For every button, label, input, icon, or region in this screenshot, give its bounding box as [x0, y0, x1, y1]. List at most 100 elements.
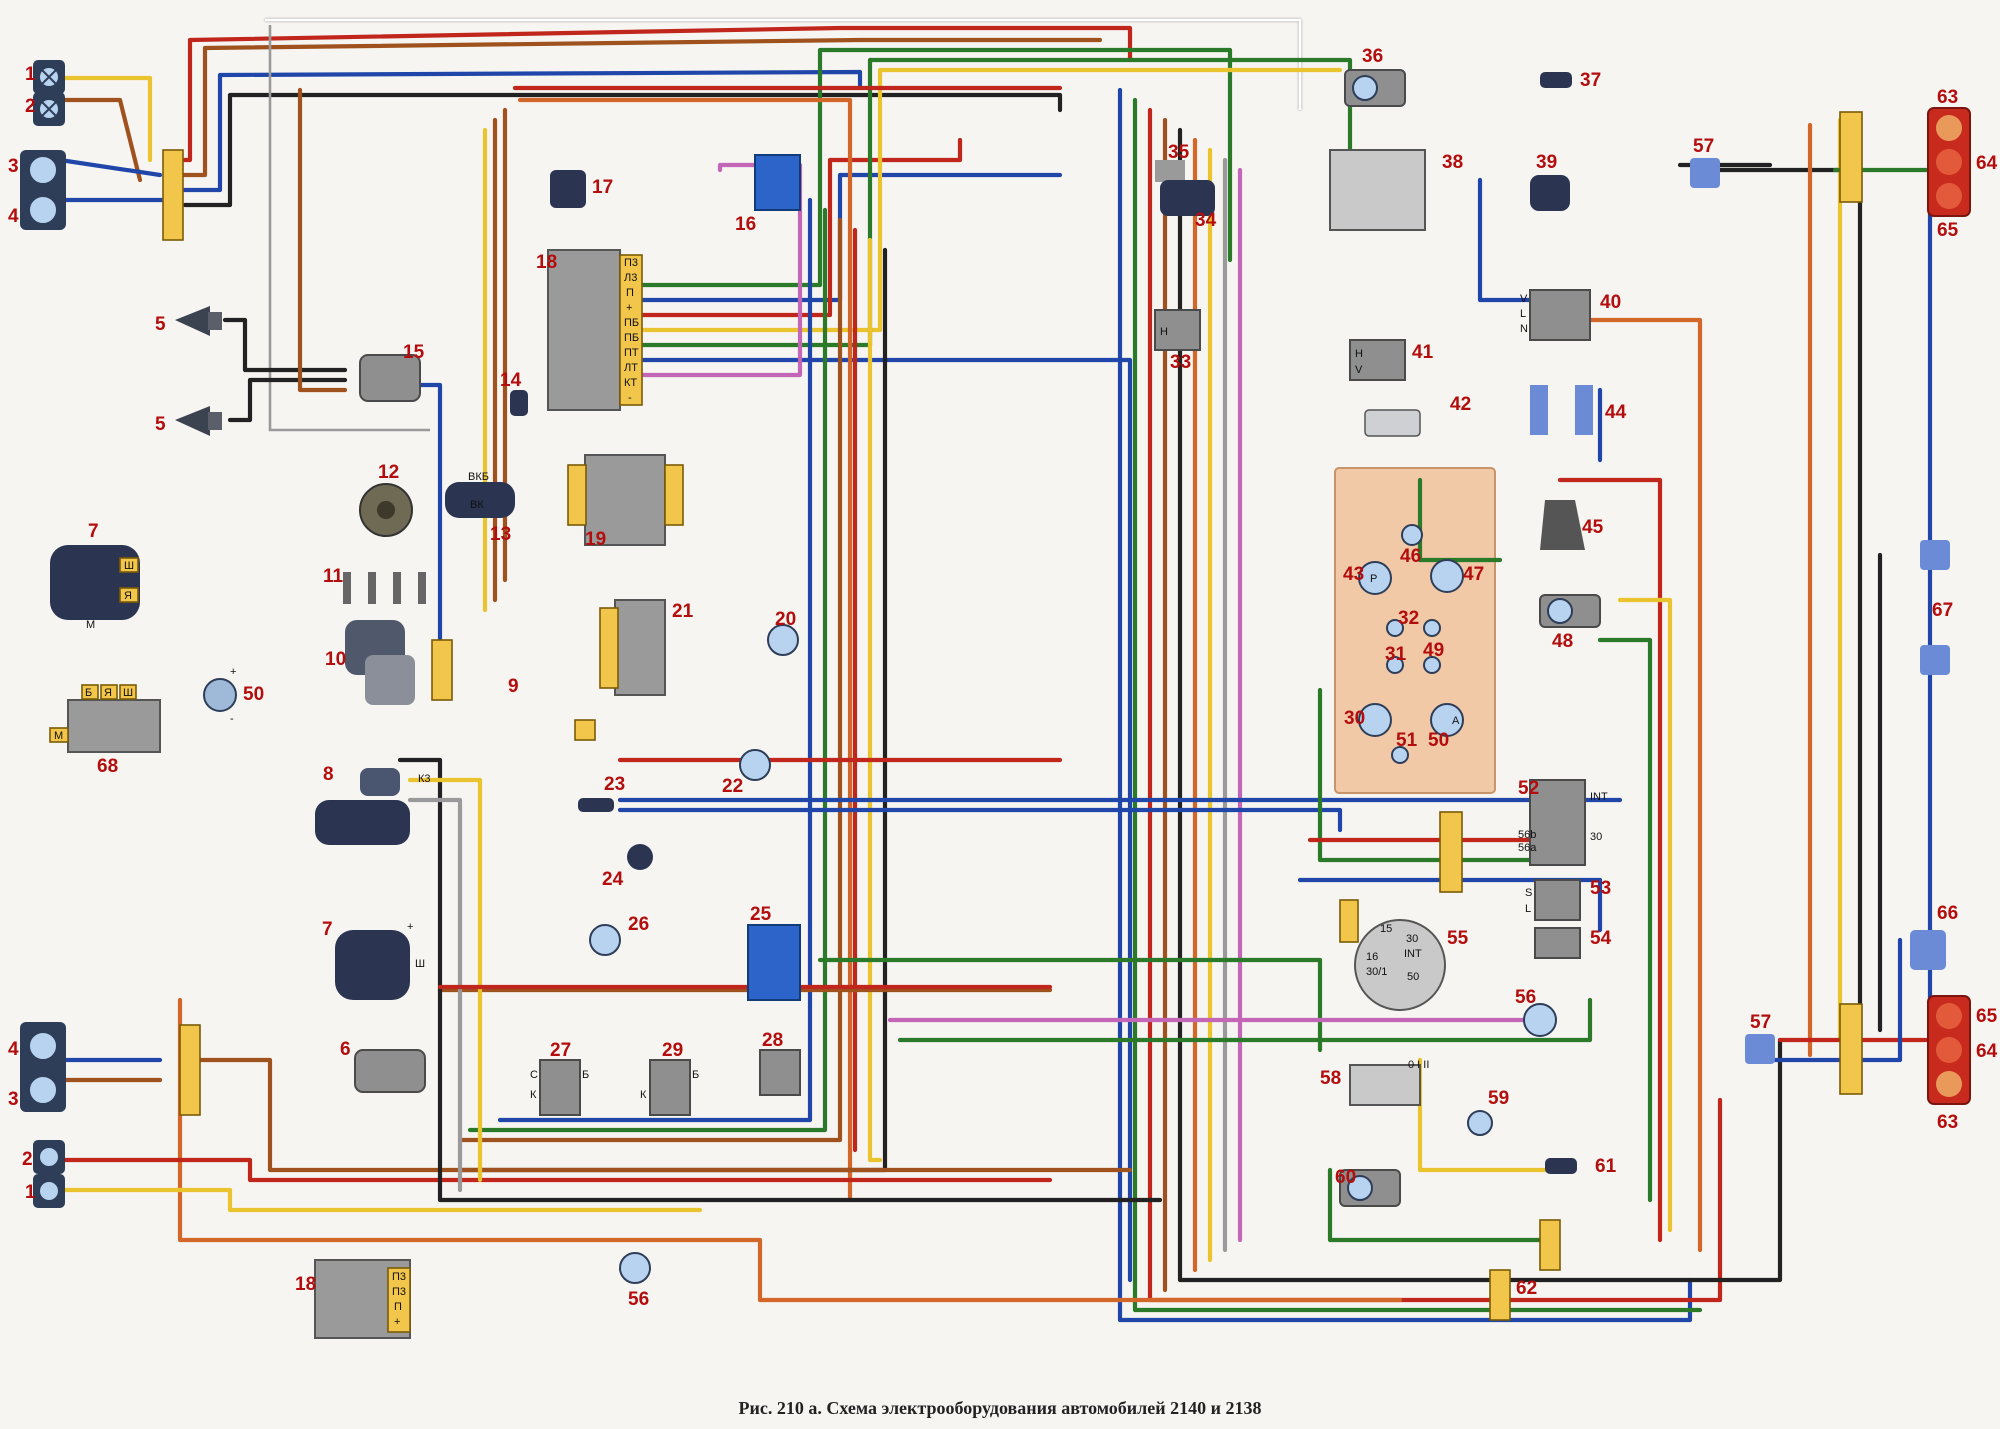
pin-m: М [86, 619, 95, 631]
turn-lamp-rear-left [33, 1174, 65, 1208]
relay-block-16 [754, 154, 801, 211]
label-32: 32 [1398, 608, 1419, 629]
label-53: 53 [1590, 878, 1611, 899]
horn-upper [175, 306, 222, 336]
sensor-56-upper [1523, 1003, 1557, 1037]
label-18: 18 [295, 1274, 316, 1295]
pin-52-30: 30 [1590, 831, 1602, 843]
relay-60 [1339, 1169, 1401, 1207]
pin-vkb: ВКБ [468, 471, 489, 483]
label-7: 7 [322, 919, 333, 940]
label-35: 35 [1168, 142, 1190, 163]
label-2: 2 [25, 96, 36, 117]
pin-ya: Я [124, 590, 132, 602]
instrument-cluster [1358, 524, 1464, 764]
turn-lamp-front-left [33, 92, 65, 126]
label-12: 12 [378, 462, 399, 483]
relay-6 [354, 1049, 426, 1093]
pin-55-301: 30/1 [1366, 966, 1387, 978]
connector-right-lower-rear [1839, 1003, 1863, 1095]
relay-36 [1344, 69, 1406, 107]
pin-33-h: H [1160, 326, 1168, 338]
label-63: 63 [1937, 87, 1958, 108]
pin-29-k: К [640, 1089, 647, 1101]
label-46: 46 [1400, 546, 1421, 567]
battery-warning-lamp-50 [203, 678, 237, 712]
pin-sh: Ш [124, 560, 134, 572]
pin-18-pb2: ПБ [624, 332, 639, 344]
label-62: 62 [1516, 1278, 1537, 1299]
label-65: 65 [1976, 1006, 1998, 1027]
label-45: 45 [1582, 517, 1604, 538]
relay-block-25 [747, 924, 801, 1001]
pin-b: Б [85, 687, 92, 699]
label-13: 13 [490, 524, 511, 545]
pin-18-l3: Л3 [624, 272, 637, 284]
lamp-67-lower [1920, 645, 1950, 675]
label-15: 15 [403, 342, 425, 363]
label-25: 25 [750, 904, 772, 925]
pin-18-p3a: П3 [624, 257, 638, 269]
pin-18-p: П [626, 287, 634, 299]
label-4: 4 [8, 206, 19, 227]
label-10: 10 [325, 649, 346, 670]
pin-18b-p3b: П3 [392, 1286, 406, 1298]
generator-lower [335, 930, 410, 1000]
switch-54 [1534, 927, 1581, 959]
pin-52-56a: 56a [1518, 842, 1537, 854]
sensor-56-lower [619, 1252, 651, 1284]
pin-43-p: P [1370, 573, 1377, 585]
label-26: 26 [628, 914, 649, 935]
label-11: 11 [323, 566, 344, 587]
relay-29 [649, 1059, 691, 1116]
label-9: 9 [508, 676, 519, 697]
label-7: 7 [88, 521, 99, 542]
pin-ya2: Я [104, 687, 112, 699]
relay-40 [1529, 289, 1591, 341]
pin-55-16: 16 [1366, 951, 1378, 963]
label-3: 3 [8, 156, 19, 177]
connector-block-52 [1439, 811, 1463, 893]
pin-40-n: N [1520, 323, 1528, 335]
horn-relay [359, 354, 421, 402]
ignition-coil [445, 482, 515, 518]
headlamp-outer-left-lower [20, 1022, 66, 1112]
block-19 [567, 454, 684, 546]
sensor-61 [1545, 1158, 1577, 1174]
connector-right-upper [1839, 111, 1863, 203]
pin-53-l: L [1525, 903, 1531, 915]
pin-58-positions: 0 I II [1408, 1059, 1429, 1071]
label-24: 24 [602, 869, 624, 890]
component-numbers: 1 2 3 4 5 5 15 12 13 11 7 10 9 68 50 8 7… [8, 46, 1998, 1310]
wiper-motor [345, 620, 415, 705]
label-18: 18 [536, 252, 557, 273]
plate-lamp-57-upper [1690, 158, 1720, 188]
pin-41-v: V [1355, 364, 1363, 376]
label-49: 49 [1423, 640, 1444, 661]
label-36: 36 [1362, 46, 1383, 67]
label-5: 5 [155, 314, 166, 335]
pin-18-minus: - [628, 392, 632, 404]
label-3: 3 [8, 1089, 19, 1110]
pin-18-pt: ПТ [624, 347, 639, 359]
label-41: 41 [1412, 342, 1434, 363]
connector-left-upper [162, 149, 184, 241]
label-55: 55 [1447, 928, 1469, 949]
controller-upper [547, 249, 643, 411]
label-1: 1 [25, 64, 36, 85]
lamp-48 [1539, 594, 1601, 628]
pin-reg-m: М [54, 730, 63, 742]
pin-18-lt: ЛТ [624, 362, 638, 374]
label-37: 37 [1580, 70, 1601, 91]
pin-40-l: L [1520, 308, 1526, 320]
label-66: 66 [1937, 903, 1958, 924]
pin-29-b: Б [692, 1069, 699, 1081]
switch-58 [1349, 1064, 1421, 1106]
fan-motor-39 [1530, 175, 1570, 211]
label-58: 58 [1320, 1068, 1341, 1089]
label-34: 34 [1195, 210, 1217, 231]
starter [315, 768, 410, 845]
headlamp-outer-left [20, 150, 66, 230]
sensor-37 [1540, 72, 1572, 88]
pin-27-k: К [530, 1089, 537, 1101]
